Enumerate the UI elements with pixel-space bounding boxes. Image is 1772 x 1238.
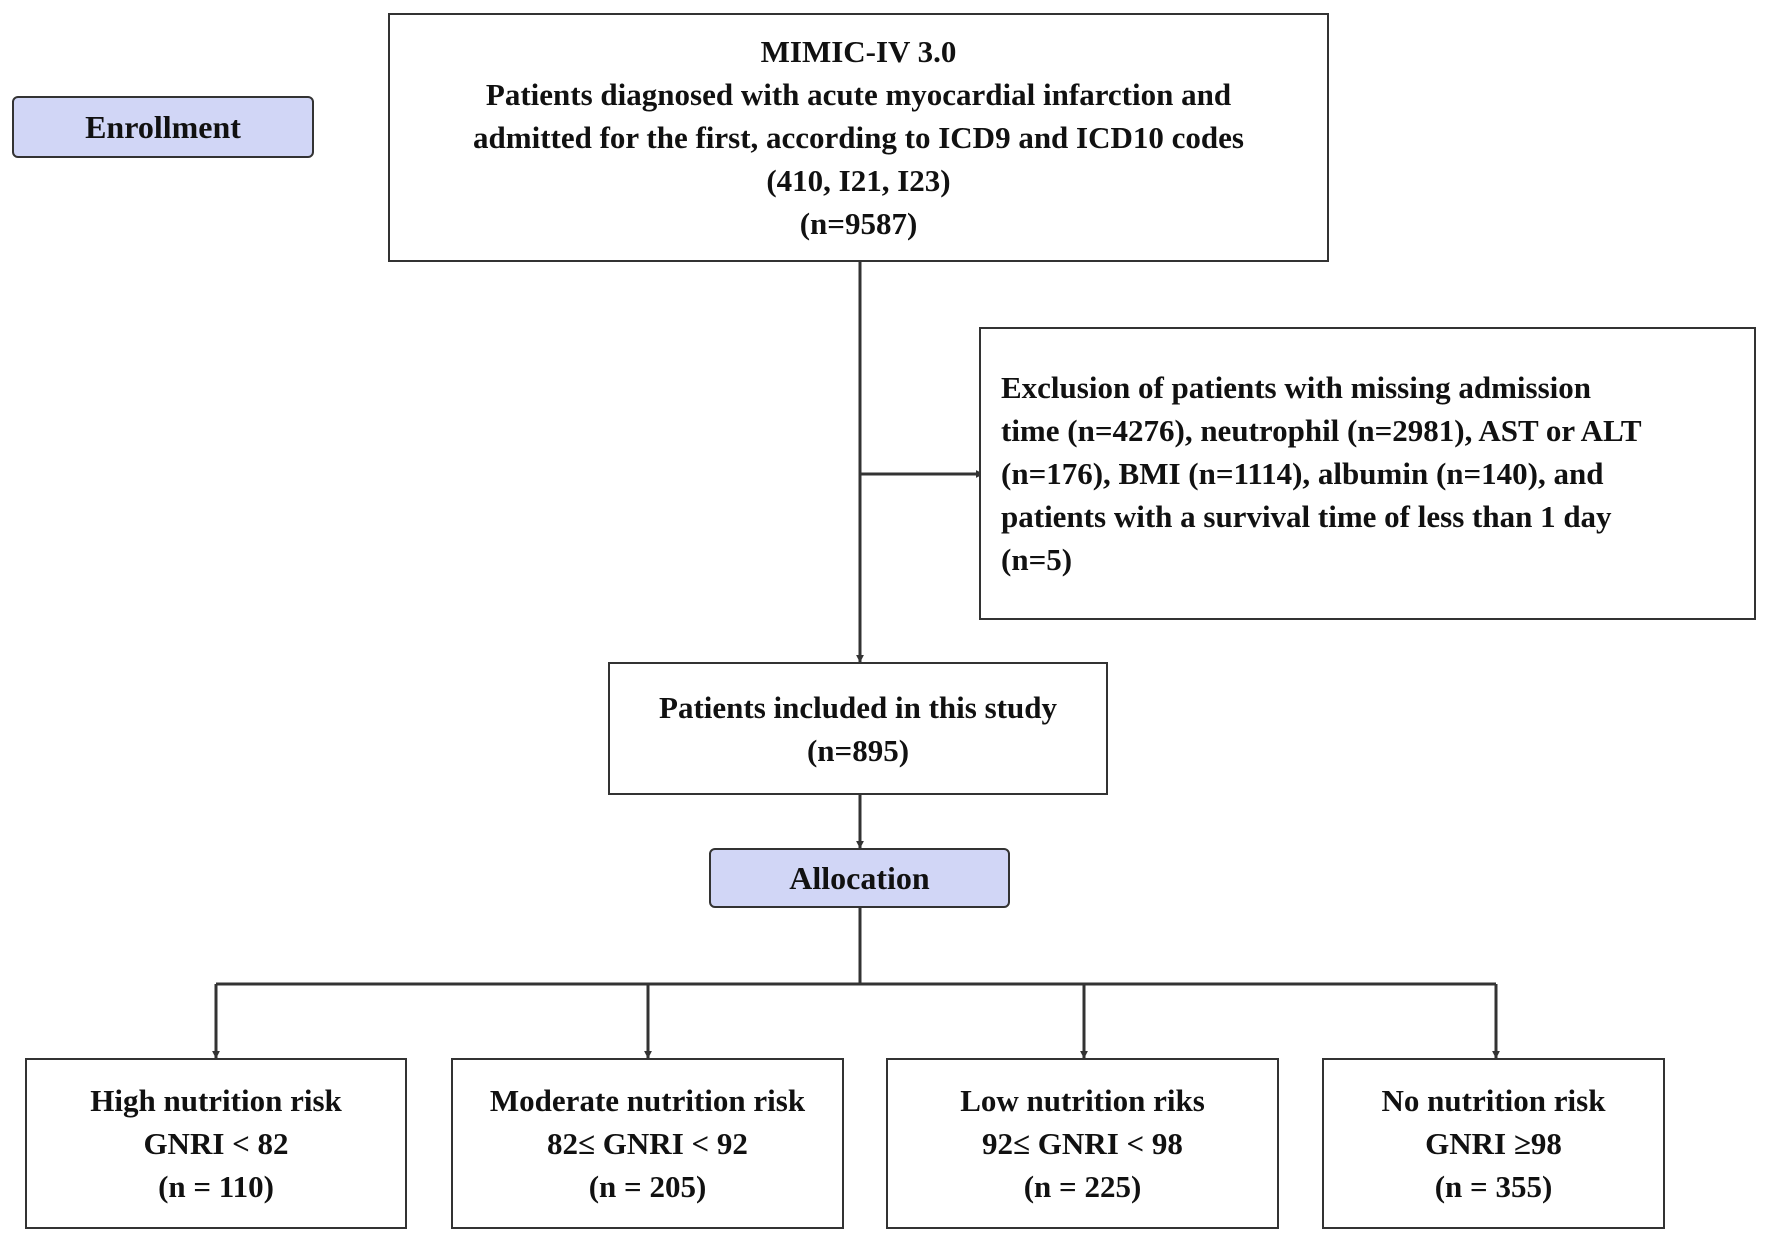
included-box: Patients included in this study (n=895) xyxy=(608,662,1108,795)
enrollment-label-text: Enrollment xyxy=(85,108,241,145)
exclusion-line: (n=5) xyxy=(1001,542,1073,577)
exclusion-line: time (n=4276), neutrophil (n=2981), AST … xyxy=(1001,413,1642,448)
exclusion-line: patients with a survival time of less th… xyxy=(1001,499,1612,534)
source-line: admitted for the first, according to ICD… xyxy=(473,120,1244,155)
included-line: Patients included in this study xyxy=(659,689,1057,725)
group-line: High nutrition risk xyxy=(90,1083,342,1118)
source-line: MIMIC-IV 3.0 xyxy=(760,34,957,69)
group-high-risk-box: High nutrition risk GNRI < 82 (n = 110) xyxy=(25,1058,407,1229)
group-line: (n = 205) xyxy=(588,1169,707,1204)
group-low-risk-box: Low nutrition riks 92≤ GNRI < 98 (n = 22… xyxy=(886,1058,1279,1229)
group-line: Low nutrition riks xyxy=(960,1083,1205,1118)
group-line: GNRI ≥98 xyxy=(1425,1126,1562,1161)
group-line: (n = 225) xyxy=(1023,1169,1142,1204)
group-line: 92≤ GNRI < 98 xyxy=(982,1126,1183,1161)
allocation-label: Allocation xyxy=(709,848,1010,908)
group-line: No nutrition risk xyxy=(1381,1083,1606,1118)
group-moderate-risk-box: Moderate nutrition risk 82≤ GNRI < 92 (n… xyxy=(451,1058,844,1229)
exclusion-box: Exclusion of patients with missing admis… xyxy=(979,327,1756,620)
exclusion-line: (n=176), BMI (n=1114), albumin (n=140), … xyxy=(1001,456,1604,491)
group-no-risk-box: No nutrition risk GNRI ≥98 (n = 355) xyxy=(1322,1058,1665,1229)
enrollment-label: Enrollment xyxy=(12,96,314,158)
source-box: MIMIC-IV 3.0 Patients diagnosed with acu… xyxy=(388,13,1329,262)
group-line: GNRI < 82 xyxy=(143,1126,289,1161)
allocation-label-text: Allocation xyxy=(789,859,930,896)
source-line: (410, I21, I23) xyxy=(766,163,951,198)
group-line: (n = 110) xyxy=(158,1169,274,1204)
source-line: (n=9587) xyxy=(799,206,918,241)
group-line: Moderate nutrition risk xyxy=(489,1083,806,1118)
group-line: 82≤ GNRI < 92 xyxy=(547,1126,748,1161)
included-line: (n=895) xyxy=(806,732,910,768)
exclusion-line: Exclusion of patients with missing admis… xyxy=(1001,370,1591,405)
group-line: (n = 355) xyxy=(1434,1169,1553,1204)
source-line: Patients diagnosed with acute myocardial… xyxy=(485,77,1232,112)
